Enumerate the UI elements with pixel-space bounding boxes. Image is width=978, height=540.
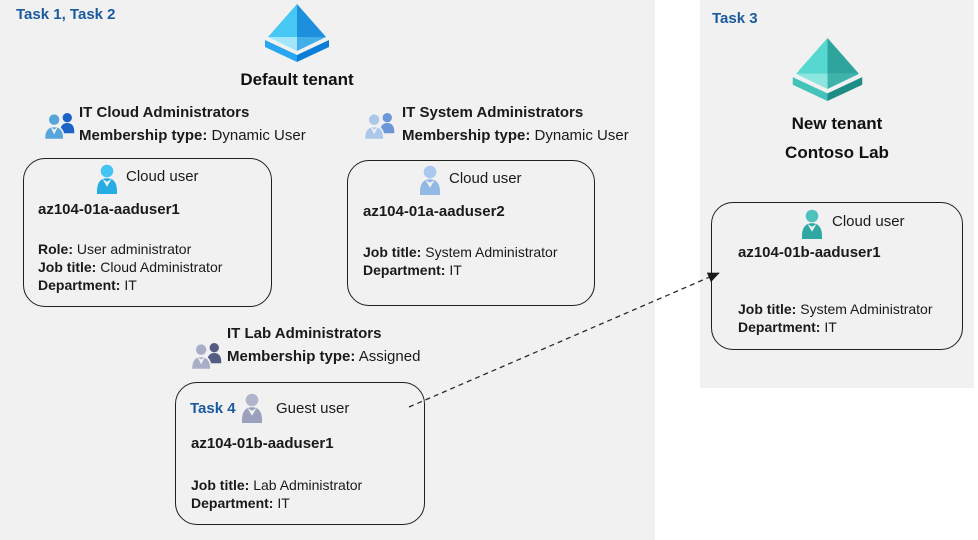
user-attribute: Job title: System Administrator — [738, 300, 933, 318]
attribute-label: Department: — [191, 495, 274, 511]
task-1-2-label: Task 1, Task 2 — [16, 6, 116, 23]
user-card-aaduser1-new-tenant: Cloud user az104-01b-aaduser1 Job title:… — [711, 202, 963, 350]
user-name: az104-01a-aaduser1 — [38, 201, 180, 218]
membership-type: Membership type: Dynamic User — [79, 127, 306, 144]
user-type-label: Cloud user — [832, 213, 905, 230]
user-attribute: Job title: Lab Administrator — [191, 476, 362, 494]
user-attribute: Role: User administrator — [38, 240, 191, 258]
group-title: IT System Administrators — [402, 104, 584, 121]
attribute-value: IT — [824, 319, 837, 335]
membership-value: Dynamic User — [534, 127, 629, 144]
group-title: IT Cloud Administrators — [79, 104, 250, 121]
user-name: az104-01b-aaduser1 — [738, 244, 881, 261]
new-tenant-panel: Task 3 New tenant Contoso Lab — [700, 0, 974, 388]
default-tenant-title: Default tenant — [240, 70, 354, 89]
user-type-label: Cloud user — [126, 168, 199, 185]
attribute-label: Job title: — [38, 259, 97, 275]
user-type-label: Guest user — [276, 400, 350, 417]
attribute-label: Department: — [38, 277, 121, 293]
azure-ad-icon — [264, 4, 330, 62]
cloud-user-icon — [800, 209, 824, 239]
cloud-user-icon — [95, 164, 119, 194]
attribute-label: Job title: — [738, 301, 797, 317]
user-name: az104-01a-aaduser2 — [363, 203, 505, 220]
user-attribute: Department: IT — [191, 494, 290, 512]
group-people-icon — [190, 340, 223, 371]
task-4-label: Task 4 — [190, 400, 236, 417]
attribute-value: IT — [277, 495, 290, 511]
default-tenant-panel: Task 1, Task 2 Default tenant IT — [0, 0, 655, 540]
attribute-value: IT — [124, 277, 137, 293]
attribute-value: Cloud Administrator — [100, 259, 223, 275]
user-attribute: Department: IT — [363, 261, 462, 279]
membership-label: Membership type: — [227, 348, 356, 365]
attribute-value: User administrator — [76, 241, 192, 257]
membership-value: Assigned — [358, 348, 421, 365]
user-type-label: Cloud user — [449, 170, 522, 187]
user-attribute: Department: IT — [738, 318, 837, 336]
user-name: az104-01b-aaduser1 — [191, 435, 334, 452]
user-attribute: Job title: Cloud Administrator — [38, 258, 222, 276]
user-card-aaduser1: Cloud user az104-01a-aaduser1 Role: User… — [23, 158, 272, 307]
guest-user-card: Task 4 Guest user az104-01b-aaduser1 Job… — [175, 382, 425, 525]
new-tenant-title-line1: New tenant — [791, 114, 883, 133]
new-tenant-title-line2: Contoso Lab — [785, 143, 889, 162]
guest-user-icon — [240, 393, 264, 423]
attribute-value: System Administrator — [425, 244, 558, 260]
azure-ad-icon-teal — [792, 38, 863, 101]
attribute-value: IT — [449, 262, 462, 278]
attribute-label: Role: — [38, 241, 73, 257]
membership-value: Dynamic User — [211, 127, 306, 144]
user-attribute: Job title: System Administrator — [363, 243, 558, 261]
membership-type: Membership type: Assigned — [227, 348, 420, 365]
task-3-label: Task 3 — [712, 10, 758, 27]
attribute-label: Department: — [738, 319, 821, 335]
membership-type: Membership type: Dynamic User — [402, 127, 629, 144]
membership-label: Membership type: — [79, 127, 208, 144]
attribute-label: Job title: — [363, 244, 422, 260]
group-people-icon — [43, 110, 76, 141]
user-attribute: Department: IT — [38, 276, 137, 294]
attribute-label: Job title: — [191, 477, 250, 493]
cloud-user-icon — [418, 165, 442, 195]
user-card-aaduser2: Cloud user az104-01a-aaduser2 Job title:… — [347, 160, 595, 306]
group-people-icon — [363, 110, 396, 141]
group-title: IT Lab Administrators — [227, 325, 382, 342]
attribute-value: Lab Administrator — [253, 477, 363, 493]
attribute-label: Department: — [363, 262, 446, 278]
attribute-value: System Administrator — [800, 301, 933, 317]
membership-label: Membership type: — [402, 127, 531, 144]
